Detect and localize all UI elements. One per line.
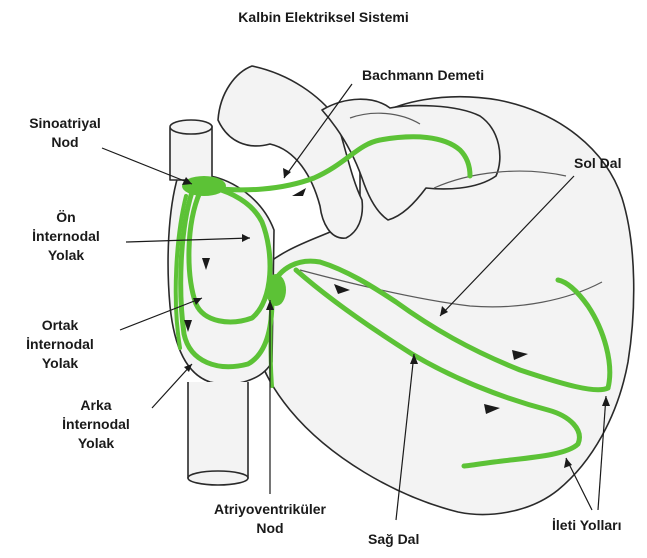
inferior-vena-cava bbox=[188, 382, 248, 478]
label-line: Ortak bbox=[8, 316, 112, 335]
label-line: İnternodal bbox=[8, 335, 112, 354]
label-sinoatrial-node: Sinoatriyal Nod bbox=[10, 114, 120, 152]
label-left-bundle: Sol Dal bbox=[574, 154, 621, 173]
label-line: Yolak bbox=[14, 246, 118, 265]
label-middle-internodal: Ortak İnternodal Yolak bbox=[8, 316, 112, 373]
label-line: Nod bbox=[10, 133, 120, 152]
label-av-node: Atriyoventriküler Nod bbox=[196, 500, 344, 538]
label-line: İnternodal bbox=[44, 415, 148, 434]
label-line: Nod bbox=[196, 519, 344, 538]
label-line: Atriyoventriküler bbox=[196, 500, 344, 519]
label-line: Arka bbox=[44, 396, 148, 415]
sa-node bbox=[182, 176, 226, 196]
flow-arrow bbox=[292, 188, 306, 196]
label-conduction-paths: İleti Yolları bbox=[552, 516, 622, 535]
label-right-bundle: Sağ Dal bbox=[368, 530, 419, 549]
leader-posterior bbox=[152, 364, 192, 408]
av-node bbox=[266, 274, 286, 306]
label-bachmann-bundle: Bachmann Demeti bbox=[362, 66, 484, 85]
label-line: Sinoatriyal bbox=[10, 114, 120, 133]
inferior-vena-cava-opening bbox=[188, 471, 248, 485]
label-anterior-internodal: Ön İnternodal Yolak bbox=[14, 208, 118, 265]
diagram-title: Kalbin Elektriksel Sistemi bbox=[0, 8, 647, 27]
label-line: Yolak bbox=[44, 434, 148, 453]
vena-cava-opening bbox=[170, 120, 212, 134]
label-line: Yolak bbox=[8, 354, 112, 373]
label-line: İnternodal bbox=[14, 227, 118, 246]
label-posterior-internodal: Arka İnternodal Yolak bbox=[44, 396, 148, 453]
label-line: Ön bbox=[14, 208, 118, 227]
